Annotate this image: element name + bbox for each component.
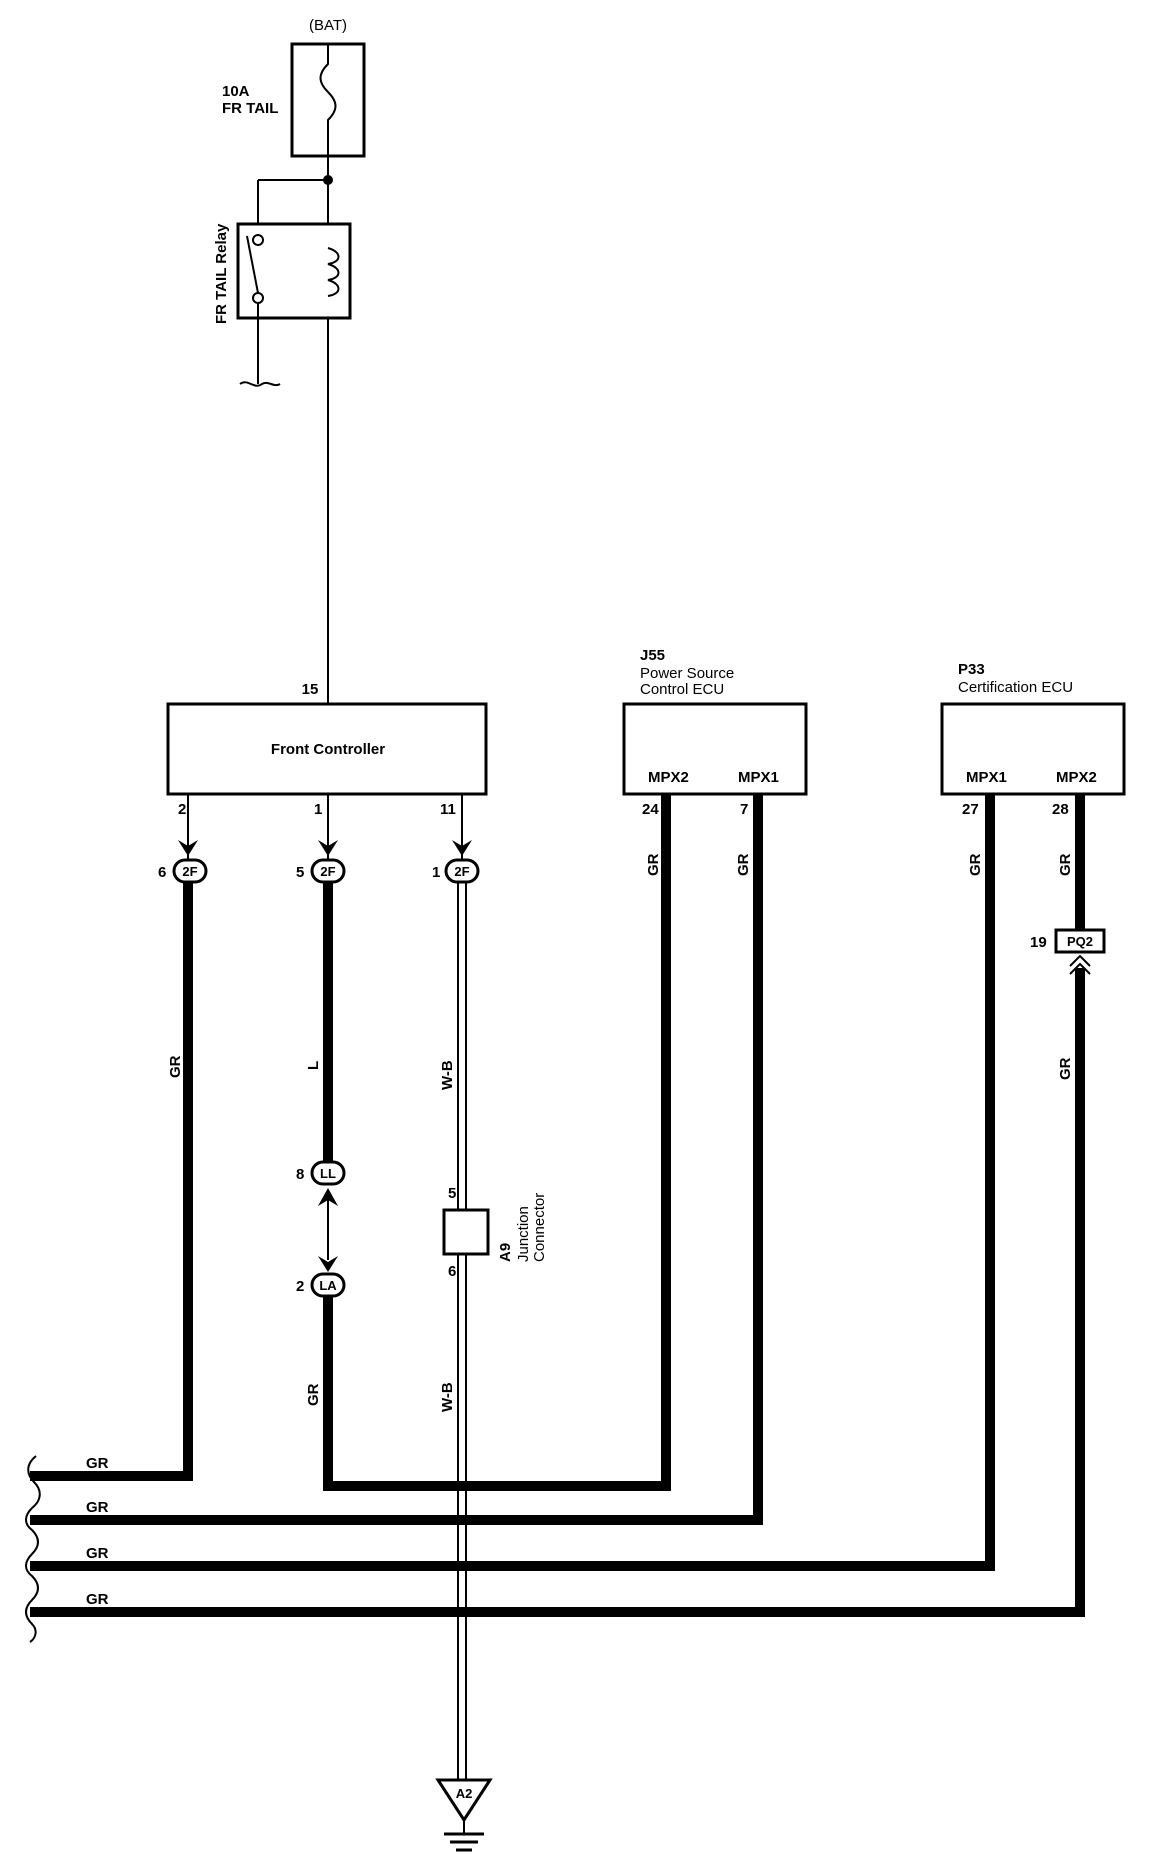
- fuse-rating: 10A: [222, 83, 250, 100]
- junction-name-line2: Connector: [531, 1193, 548, 1262]
- relay-switch-arm: [246, 235, 259, 294]
- front-controller-pin-top: 15: [302, 681, 319, 698]
- connector-2f-c-name: 2F: [454, 864, 469, 879]
- connector-2f-c-pin: 1: [432, 864, 440, 881]
- bus3-color: GR: [86, 1545, 109, 1562]
- arrow-la: [318, 1256, 338, 1272]
- relay-box: [236, 222, 352, 320]
- p33-port-left: MPX1: [966, 769, 1007, 786]
- j55-left-wire-color: GR: [645, 853, 662, 876]
- p33-left-wire-color: GR: [967, 853, 984, 876]
- connector-la-pin: 2: [296, 1278, 304, 1295]
- front-controller-pin-1: 2: [178, 801, 186, 818]
- front-controller-name: Front Controller: [271, 741, 385, 758]
- p33-pin-right: 28: [1052, 801, 1069, 818]
- connector-ll-name: LL: [320, 1166, 336, 1181]
- junction-pin-bottom: 6: [448, 1263, 456, 1280]
- j55-right-wire-color: GR: [735, 853, 752, 876]
- connector-pq2-name: PQ2: [1067, 934, 1093, 949]
- j55-port-right: MPX1: [738, 769, 779, 786]
- wire-wb-color-lower: W-B: [439, 1382, 456, 1412]
- p33-right-wire-color: GR: [1057, 853, 1074, 876]
- j55-port-left: MPX2: [648, 769, 689, 786]
- fuse-symbol: [319, 44, 337, 156]
- connector-2f-c: [444, 858, 480, 884]
- p33-name: Certification ECU: [958, 679, 1073, 696]
- wire-gr-p33-mpx1: [30, 794, 995, 1571]
- connector-2f-a-pin: 6: [158, 864, 166, 881]
- arrow-2f-c: [452, 840, 472, 856]
- front-controller-pin-3: 11: [440, 801, 456, 818]
- front-controller-pin-2: 1: [314, 801, 322, 818]
- junction-name-line1: Junction: [515, 1206, 532, 1262]
- p33-port-right: MPX2: [1056, 769, 1097, 786]
- connector-la-name: LA: [319, 1278, 337, 1293]
- connector-pq2-pin: 19: [1030, 934, 1047, 951]
- wire-gr-la-j55: [323, 794, 671, 1491]
- arrow-ll: [318, 1188, 338, 1206]
- junction-code: A9: [497, 1243, 514, 1262]
- j55-pin-left: 24: [642, 801, 659, 818]
- junction-pin-top: 5: [448, 1185, 456, 1202]
- wire-gr-1-color: GR: [167, 1055, 184, 1078]
- connector-pq2: [1054, 928, 1106, 954]
- relay-output-break: [239, 381, 281, 387]
- arrow-2f-a: [178, 840, 198, 856]
- wire-l-color: L: [305, 1061, 322, 1070]
- wire-gr-1: [30, 882, 193, 1481]
- relay-name: FR TAIL Relay: [213, 223, 230, 324]
- wire-gr-p33-mpx2-lower: [30, 968, 1085, 1617]
- battery-label: (BAT): [309, 17, 347, 34]
- pq2-chevron-1: [1069, 954, 1091, 967]
- p33-right-lower-wire-color: GR: [1057, 1057, 1074, 1080]
- front-controller-box: [166, 702, 488, 796]
- j55-name-line1: Power Source: [640, 665, 734, 682]
- relay-coil: [327, 247, 340, 297]
- j55-pin-right: 7: [740, 801, 748, 818]
- connector-2f-b-pin: 5: [296, 864, 304, 881]
- connector-ll-pin: 8: [296, 1166, 304, 1183]
- connector-ll: [310, 1160, 346, 1186]
- j55-name-line2: Control ECU: [640, 681, 724, 698]
- ground-name: A2: [456, 1786, 473, 1801]
- p33-code: P33: [958, 661, 985, 678]
- wire-gr-j55-mpx1: [30, 794, 763, 1525]
- relay-contact-top: [252, 234, 264, 246]
- bus4-color: GR: [86, 1591, 109, 1608]
- j55-box: [622, 702, 808, 796]
- bus1-color: GR: [86, 1455, 109, 1472]
- bus2-color: GR: [86, 1499, 109, 1516]
- wire-wb-color: W-B: [439, 1060, 456, 1090]
- p33-pin-left: 27: [962, 801, 979, 818]
- connector-2f-a-name: 2F: [182, 864, 197, 879]
- connector-2f-b-name: 2F: [320, 864, 335, 879]
- bus-break-symbol: [25, 1455, 41, 1643]
- fuse-name: FR TAIL: [222, 100, 278, 117]
- pq2-chevron-2: [1069, 962, 1091, 975]
- wire-gr-la-color: GR: [305, 1383, 322, 1406]
- ground-triangle: [435, 1778, 493, 1823]
- p33-box: [940, 702, 1126, 796]
- j55-code: J55: [640, 647, 665, 664]
- arrow-2f-b: [318, 840, 338, 856]
- junction-connector-a9: [442, 1208, 490, 1256]
